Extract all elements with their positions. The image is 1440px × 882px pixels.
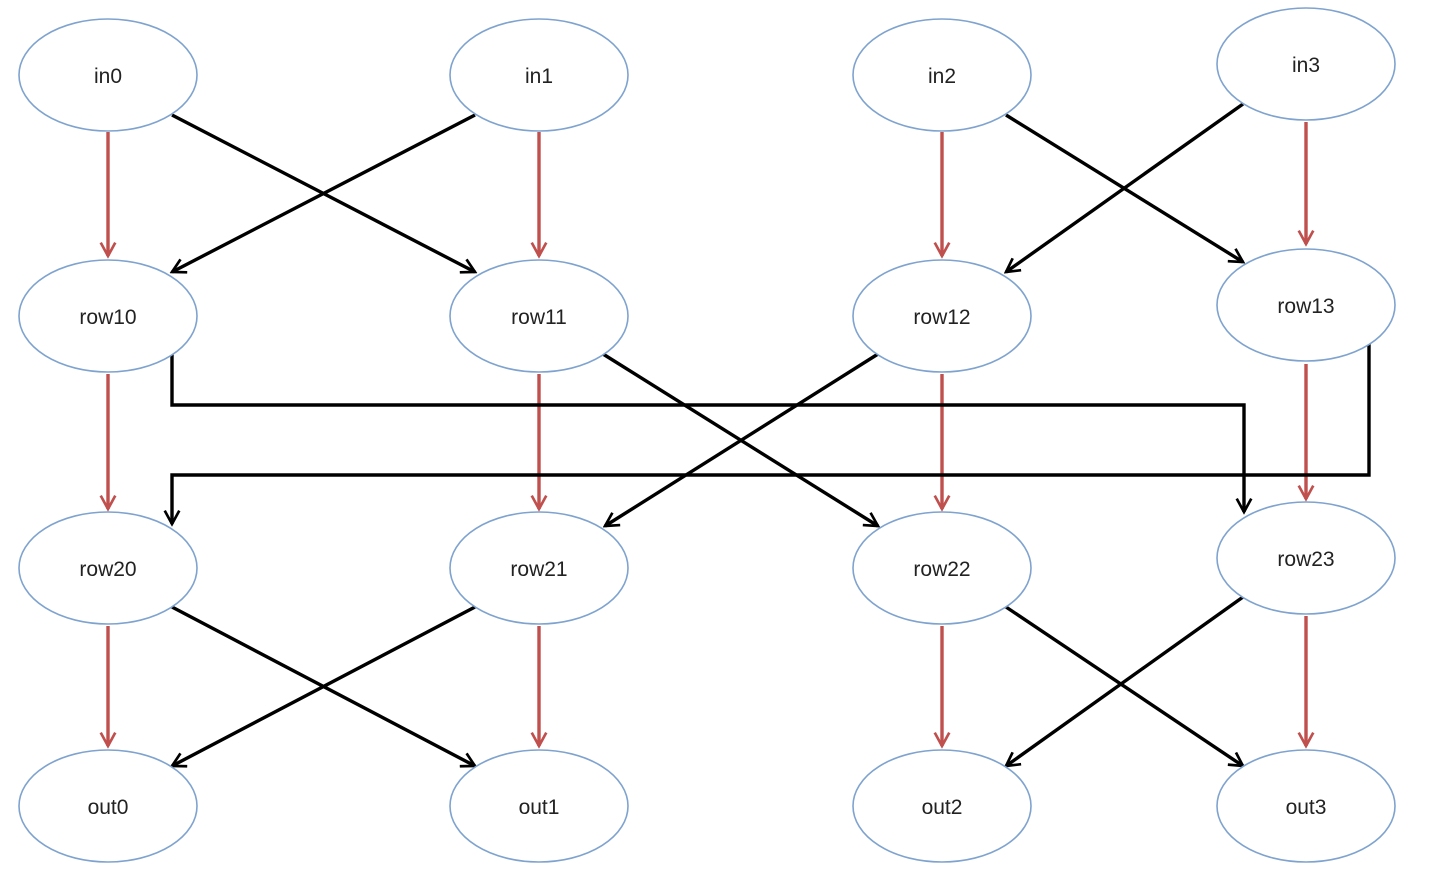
node-label: row11 — [511, 306, 567, 329]
node-label: row21 — [510, 558, 567, 581]
edge-row12-row21 — [605, 352, 879, 526]
node-shape — [449, 18, 629, 132]
node-out2: out2 — [852, 749, 1032, 863]
node-out3: out3 — [1216, 749, 1396, 863]
node-label: in0 — [94, 65, 122, 88]
node-row12: row12 — [852, 259, 1032, 373]
node-label: row13 — [1277, 295, 1334, 318]
node-label: out1 — [519, 796, 560, 819]
node-row11: row11 — [449, 259, 629, 373]
node-shape — [18, 18, 198, 132]
edge-in1-row10 — [172, 113, 476, 272]
node-shape — [852, 18, 1032, 132]
edge-row10-row23 — [170, 352, 1244, 512]
node-shape — [18, 511, 198, 625]
node-shape — [449, 259, 629, 373]
node-shape — [852, 749, 1032, 863]
node-shape — [449, 511, 629, 625]
edge-row13-row20 — [172, 343, 1371, 524]
edge-row22-out3 — [1005, 605, 1243, 766]
node-out1: out1 — [449, 749, 629, 863]
node-label: out0 — [88, 796, 129, 819]
node-row10: row10 — [18, 259, 198, 373]
node-label: row20 — [79, 558, 136, 581]
node-shape — [1216, 749, 1396, 863]
node-in2: in2 — [852, 18, 1032, 132]
edges — [108, 102, 1371, 766]
node-out0: out0 — [18, 749, 198, 863]
node-in3: in3 — [1216, 7, 1396, 121]
node-label: out2 — [922, 796, 963, 819]
edge-in3-row12 — [1006, 102, 1244, 272]
node-label: row12 — [913, 306, 970, 329]
node-row23: row23 — [1216, 501, 1396, 615]
node-row21: row21 — [449, 511, 629, 625]
node-label: in1 — [525, 65, 553, 88]
node-row20: row20 — [18, 511, 198, 625]
edge-row23-out2 — [1006, 595, 1244, 766]
node-label: row10 — [79, 306, 136, 329]
node-in0: in0 — [18, 18, 198, 132]
node-row13: row13 — [1216, 248, 1396, 362]
node-shape — [1216, 248, 1396, 362]
node-shape — [1216, 501, 1396, 615]
node-shape — [852, 511, 1032, 625]
node-shape — [1216, 7, 1396, 121]
node-in1: in1 — [449, 18, 629, 132]
node-shape — [449, 749, 629, 863]
node-label: row22 — [913, 558, 970, 581]
node-shape — [18, 259, 198, 373]
nodes: in0 in1 in2 in3 row10 row11 row12 — [18, 7, 1396, 863]
node-label: in3 — [1292, 54, 1320, 77]
node-label: in2 — [928, 65, 956, 88]
node-label: out3 — [1286, 796, 1327, 819]
node-label: row23 — [1277, 548, 1334, 571]
node-row22: row22 — [852, 511, 1032, 625]
node-shape — [852, 259, 1032, 373]
edge-row21-out0 — [172, 605, 476, 766]
node-shape — [18, 749, 198, 863]
